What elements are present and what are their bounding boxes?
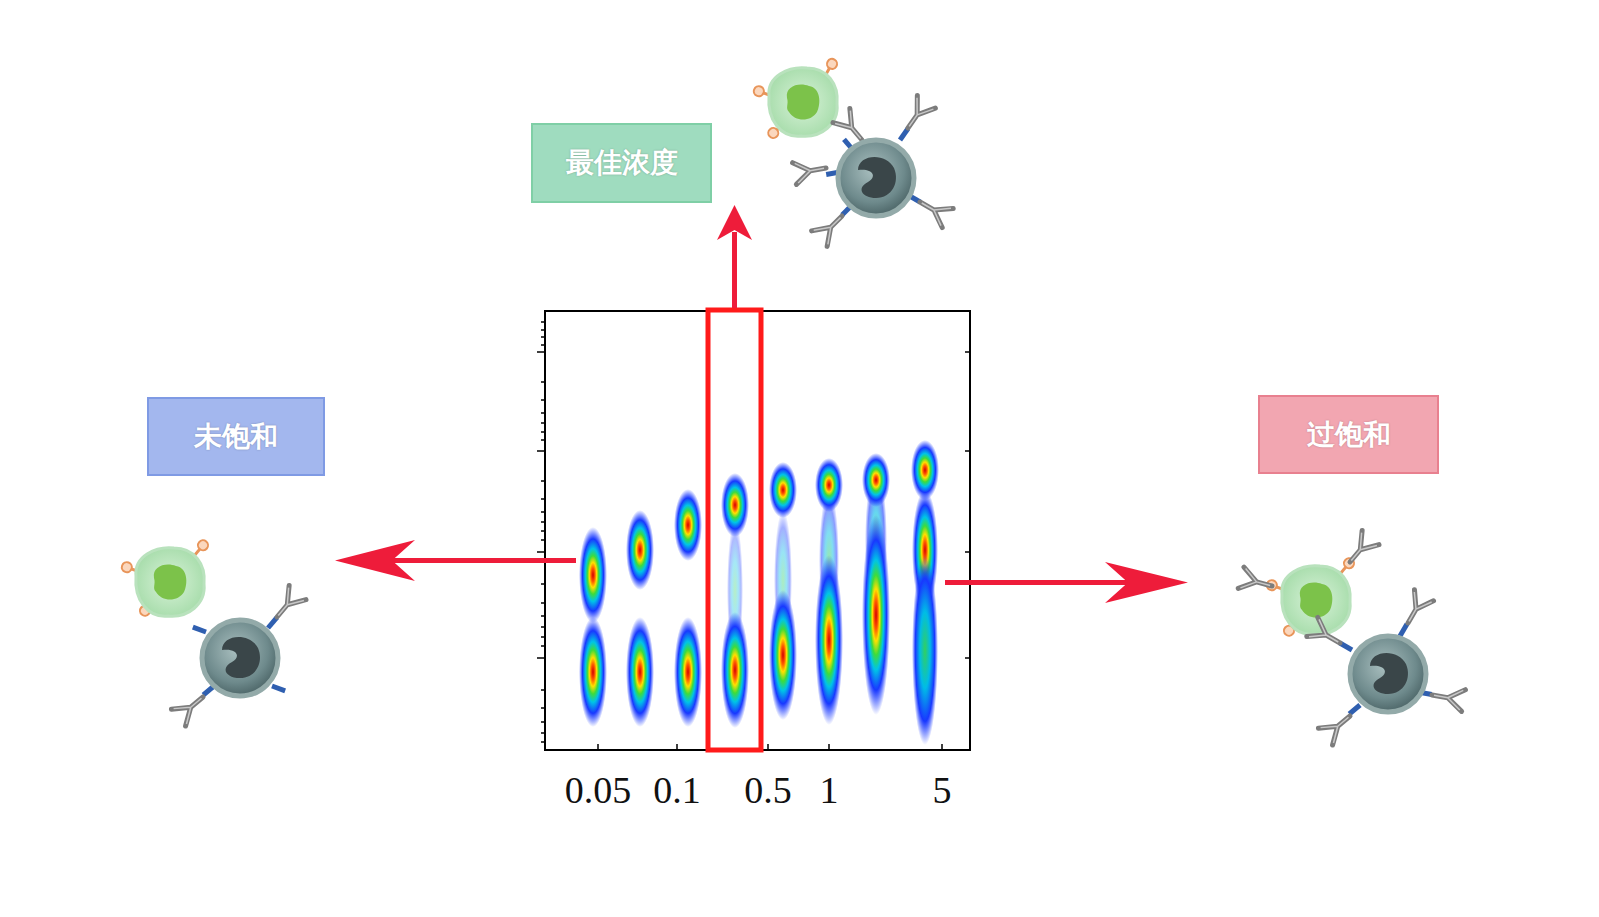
axis-tick-label: 0.05 xyxy=(565,768,632,812)
axis-tick-label: 0.5 xyxy=(744,768,792,812)
box-label: 过饱和 xyxy=(1307,416,1391,454)
oversaturated-box: 过饱和 xyxy=(1258,395,1439,474)
box-label: 最佳浓度 xyxy=(566,144,678,182)
axis-tick-label: 1 xyxy=(820,768,839,812)
axis-tick-label: 0.1 xyxy=(653,768,701,812)
optimal-box: 最佳浓度 xyxy=(531,123,712,203)
box-label: 未饱和 xyxy=(194,418,278,456)
unsaturated-box: 未饱和 xyxy=(147,397,325,476)
axis-tick-label: 5 xyxy=(933,768,952,812)
